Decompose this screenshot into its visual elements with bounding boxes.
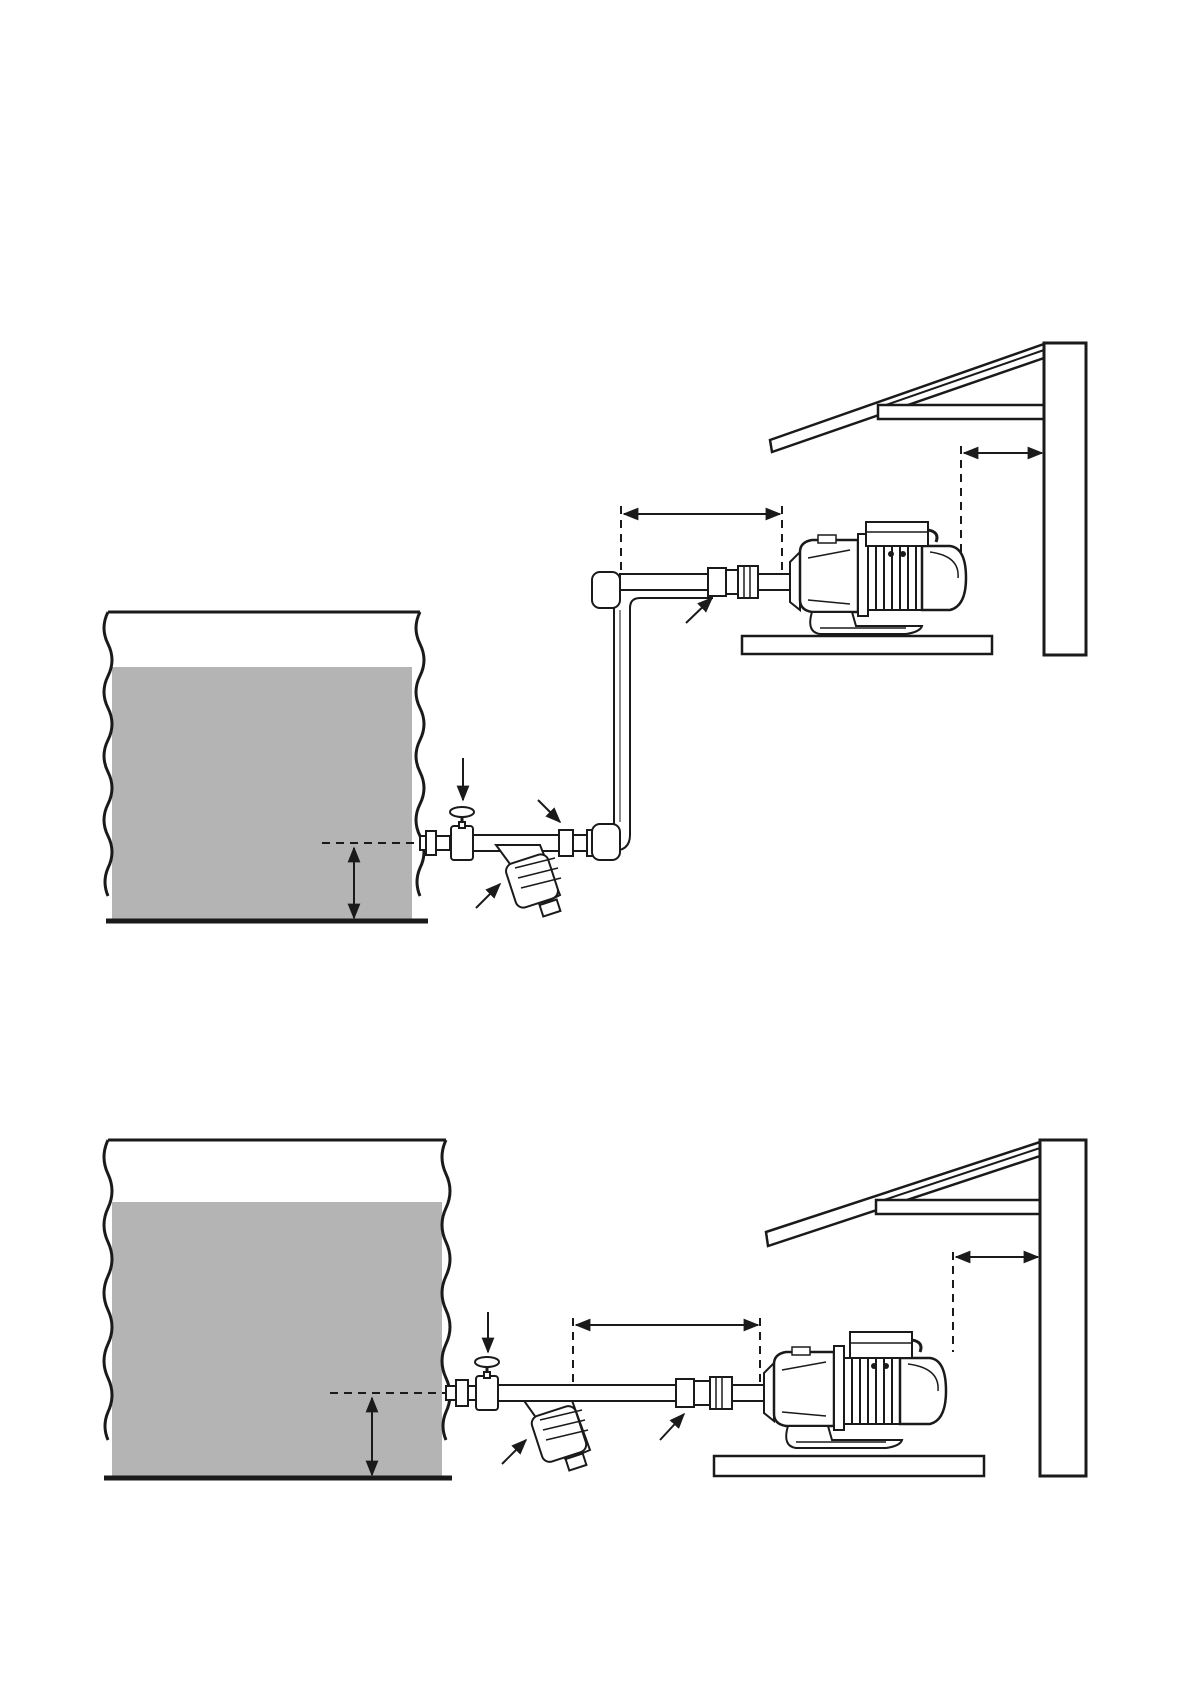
shelter-roof-top	[770, 344, 1044, 452]
tank-top	[104, 612, 428, 921]
panel-top	[104, 343, 1086, 921]
tank-outlet-fittings-top	[420, 807, 599, 916]
terminal-box-top	[866, 522, 928, 546]
callout-arrow-union-top	[538, 800, 560, 822]
tank-outlet-fittings-bottom	[446, 1357, 590, 1470]
tank-water-bottom	[112, 1202, 442, 1476]
tank-water-top	[112, 667, 412, 920]
pump-body-bottom	[774, 1352, 834, 1426]
pump-top	[790, 522, 966, 634]
callout-arrow-check-valve-bottom	[660, 1414, 684, 1440]
terminal-box-bottom	[850, 1332, 912, 1358]
callout-arrow-check-valve-top	[686, 598, 712, 623]
check-valve-bottom	[676, 1377, 732, 1409]
wall-bottom	[1040, 1140, 1086, 1476]
wall-top	[1044, 343, 1086, 655]
pipe-length-dimension-top	[621, 506, 782, 572]
callout-arrow-strainer-top	[476, 884, 500, 908]
check-valve-top	[708, 566, 758, 598]
valve-handwheel-icon	[450, 807, 474, 817]
tank-wall-left-bottom	[104, 1140, 112, 1440]
gate-valve-top	[450, 807, 474, 860]
wall-clearance-dimension-top	[961, 446, 1042, 552]
y-strainer-top	[496, 845, 561, 916]
y-strainer-bottom	[520, 1395, 590, 1470]
panel-bottom	[104, 1140, 1086, 1478]
valve-handwheel-icon	[475, 1357, 499, 1367]
tank-wall-right-top	[416, 612, 424, 896]
base-plate-bottom	[714, 1456, 984, 1476]
shelter-roof-bottom	[766, 1142, 1040, 1246]
motor-bottom	[844, 1332, 946, 1424]
wall-clearance-dimension-bottom	[953, 1252, 1038, 1352]
motor-top	[866, 522, 966, 610]
gate-valve-bottom	[475, 1357, 499, 1410]
pump-bottom	[764, 1332, 946, 1448]
pipe-length-dimension-bottom	[573, 1318, 760, 1384]
tank-wall-left-top	[104, 612, 112, 896]
callout-arrow-strainer-bottom	[502, 1440, 526, 1464]
tank-bottom-panel	[104, 1140, 452, 1478]
base-plate-top	[742, 636, 992, 654]
